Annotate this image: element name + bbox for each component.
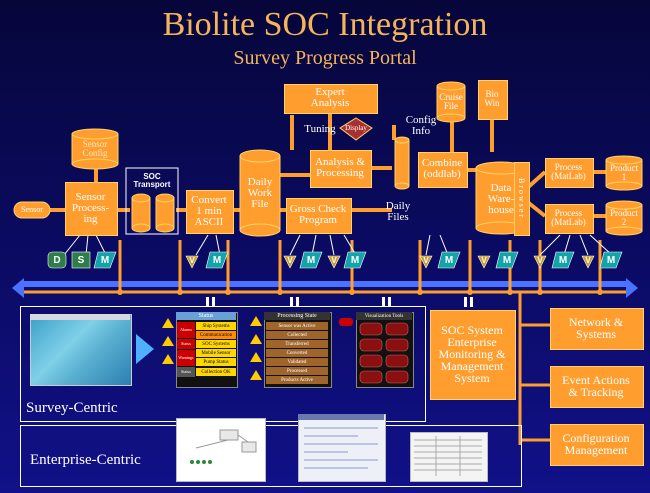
status-row: Communication [196,331,236,339]
page-title: Biolite SOC Integration [162,6,488,43]
config-info-label: Config Info [405,114,437,137]
display-label: Display [345,123,367,132]
gross-check-label: Gross Check Program [289,203,347,226]
d-icon: D [53,254,61,266]
configuration-management-box [550,424,644,466]
status-side: Status [177,339,195,349]
browser-label: B r o w s e r [517,178,526,218]
status-side: Status [177,367,195,377]
m-icon: M [558,254,568,266]
page-subtitle: Survey Progress Portal [233,47,417,69]
m-icon: M [606,254,616,266]
sensor-config-label: Sensor Config [82,139,108,158]
visualization-panel-title: Visualization Tools [356,312,412,320]
daily-work-file-label: Daily Work File [247,175,273,210]
arrow-right-icon [136,334,154,364]
network-systems-label: Network & Systems [568,315,624,341]
convert-label: Convert 1 min ASCII [191,193,227,228]
processing-row: Validated [266,358,328,366]
icon-row [47,251,623,269]
processing-row: Converted [266,349,328,357]
enterprise-window-contents [298,414,384,469]
m-icon: M [502,254,512,266]
product1-label: Product 1 [610,163,638,182]
process2-label: Process (MatLab) [551,208,586,227]
bus-arrow-left [12,278,24,298]
v-icon: V [287,255,293,265]
v-icon: V [481,255,487,265]
tuning-label: Tuning [304,122,336,135]
enterprise-centric-label: Enterprise-Centric [30,451,141,468]
processing-row: Products Active [266,376,328,384]
process1-label: Process (MatLab) [551,162,586,181]
sensor-processing-label: Sensor Process- ing [71,190,110,225]
product2-label: Product 2 [610,208,638,227]
status-side: Alarms [177,322,195,338]
cruise-file-label: Cruise File [439,92,463,111]
gross-check-box [286,198,352,234]
enterprise-diagram-contents [190,429,257,464]
status-row: Pump Status [196,358,236,366]
status-row: Ship Systems [196,322,236,330]
enterprise-centric-panel [20,425,522,487]
sensor-label: Sensor [21,205,43,214]
analysis-processing-label: Analysis & Processing [315,156,365,179]
sensor-processing-box [65,182,118,236]
soc-system-box [430,310,516,400]
enterprise-table-contents [414,436,482,476]
warning-icon [162,318,174,364]
event-actions-box [550,366,644,408]
processing-row: Collected [266,331,328,339]
survey-map-thumbnail [30,314,132,386]
v-icon: V [423,255,429,265]
processing-row: Processed [266,367,328,375]
survey-map-toolbar [30,314,130,320]
processing-panel-title: Processing State [264,312,330,320]
event-actions-label: Event Actions & Tracking [562,373,630,399]
convert-box [186,190,234,234]
enterprise-window-thumbnail [298,414,386,482]
configuration-management-label: Configuration Management [562,431,630,457]
s-icon: S [77,254,85,266]
bio-win-box [478,80,508,120]
bus-arrow-right [626,278,638,298]
m-icon: M [350,254,360,266]
m-icon: M [306,254,316,266]
browser-box [514,162,530,236]
status-panel-title: Status [176,312,236,320]
m-icon: M [212,254,222,266]
combine-label: Combine (oddlab) [421,157,463,180]
v-icon: V [585,255,591,265]
expert-analysis-label: Expert Analysis [310,86,350,109]
process1-box [545,158,594,188]
data-warehouse-label: Data Ware- house [487,181,515,216]
m-icon: M [444,254,454,266]
combine-box [418,152,468,188]
status-row: Mobile Sensor [196,349,236,357]
processing-row: Transferred [266,340,328,348]
m-icon: M [100,254,110,266]
v-icon: V [189,255,195,265]
status-row: SOC Systems [196,340,236,348]
daily-files-label: Daily Files [385,200,411,223]
survey-centric-label: Survey-Centric [26,399,118,416]
status-row: Collection OK [196,368,236,376]
expert-analysis-box [284,84,378,114]
warning-icon [250,316,262,380]
analysis-processing-box [310,150,372,188]
v-icon: V [331,255,337,265]
soc-system-label: SOC System Enterprise Monitoring & Manag… [438,323,506,385]
process2-box [545,204,594,234]
network-systems-box [550,308,644,350]
bio-win-label: Bio Win [484,89,500,108]
v-icon: V [537,255,543,265]
visualization-buttons [359,322,409,384]
alert-badge [339,318,353,326]
soc-transport-label: SOC Transport [133,172,171,189]
status-side: Warnings [177,350,195,366]
processing-row: Sensor was Active [266,322,328,330]
